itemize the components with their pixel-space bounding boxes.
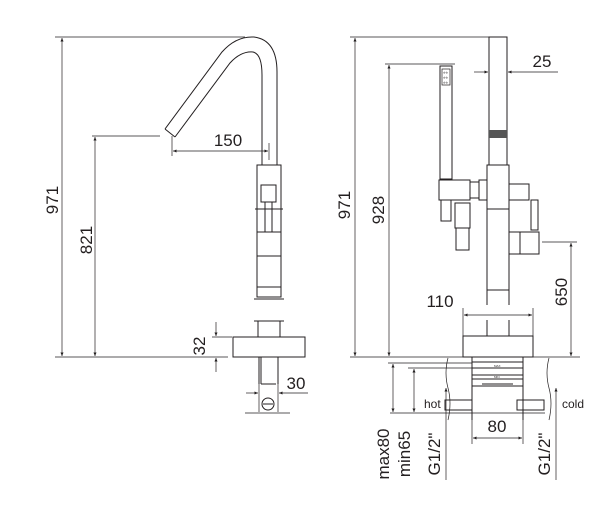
dim-label-min65: min65 bbox=[395, 431, 414, 477]
dim-label-928: 928 bbox=[369, 196, 388, 224]
right-view: 971 928 25 ※※ ※※ ※※ bbox=[335, 36, 584, 480]
dim-label-971-right: 971 bbox=[335, 191, 354, 219]
under-deck-connections: MAX MIN bbox=[444, 357, 552, 421]
thread-label-cold: G1/2" bbox=[535, 433, 554, 476]
dim-label-32: 32 bbox=[190, 337, 209, 356]
hand-shower: ※※ ※※ ※※ bbox=[438, 65, 488, 251]
svg-text:※※: ※※ bbox=[443, 81, 449, 85]
cold-label: cold bbox=[562, 397, 584, 411]
svg-text:※※: ※※ bbox=[443, 76, 449, 80]
fixing-nut bbox=[261, 397, 275, 411]
thread-label-hot: G1/2" bbox=[425, 433, 444, 476]
svg-text:※※: ※※ bbox=[443, 71, 449, 75]
dim-label-150: 150 bbox=[214, 131, 242, 150]
dim-label-650: 650 bbox=[552, 278, 571, 306]
spout bbox=[164, 36, 278, 165]
dim-label-821: 821 bbox=[77, 226, 96, 254]
dim-label-80: 80 bbox=[488, 417, 507, 436]
column bbox=[486, 36, 510, 305]
mixer-lever bbox=[508, 183, 540, 255]
dim-label-max80: max80 bbox=[374, 428, 393, 479]
base bbox=[462, 308, 534, 358]
dim-label-25: 25 bbox=[533, 52, 552, 71]
dim-label-30: 30 bbox=[287, 374, 306, 393]
max-mark: MAX bbox=[494, 364, 501, 368]
faucet-body bbox=[232, 164, 306, 414]
min-mark: MIN bbox=[494, 375, 500, 379]
left-view: 971 821 150 bbox=[43, 36, 308, 414]
dim-label-110: 110 bbox=[426, 292, 453, 311]
dim-label-971: 971 bbox=[43, 186, 62, 214]
hot-label: hot bbox=[424, 397, 441, 411]
